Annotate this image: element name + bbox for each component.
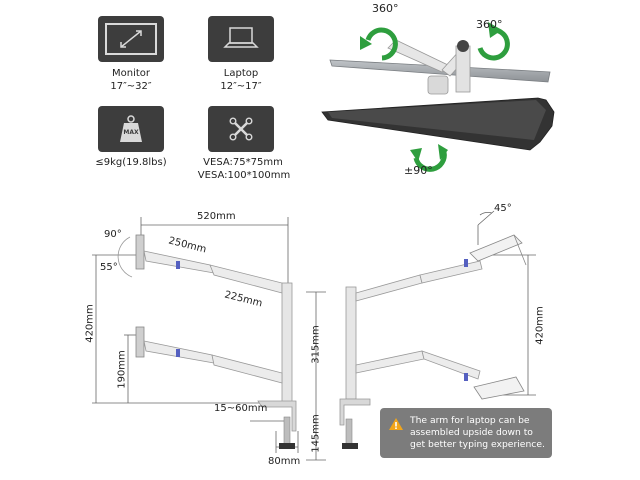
max-badge: MAX [123, 129, 139, 136]
rotate-right-arrow [477, 27, 510, 61]
laptop-tile [208, 16, 274, 62]
rotation-left-label: 360° [372, 2, 399, 15]
monitor-icon [105, 23, 157, 55]
note-line-3: get better typing experience. [410, 439, 545, 450]
dim-420-left: 420mm [84, 304, 96, 343]
dim-145: 145mm [310, 414, 322, 453]
left-clamp [257, 400, 297, 432]
lower-monitor-plate [135, 326, 145, 358]
dim-520: 520mm [197, 211, 236, 222]
right-clamp [339, 398, 371, 426]
pole [455, 45, 471, 93]
rotate-left-arrow [365, 27, 398, 61]
dim-315: 315mm [310, 325, 322, 364]
left-pole [281, 282, 293, 404]
vesa-icon [229, 117, 253, 141]
monitor-range: 17″~32″ [110, 81, 152, 92]
left-dimension-drawing [92, 217, 326, 461]
laptop-icon [223, 27, 259, 48]
weight-limit: ≤9kg(19.8lbs) [95, 157, 167, 168]
dim-45: 45° [494, 203, 512, 214]
vesa-75: VESA:75*75mm [203, 157, 283, 168]
right-pole [345, 286, 357, 400]
right-dimension-drawing [339, 210, 536, 449]
weight-tile: MAX [98, 106, 164, 152]
dim-tilt-up: 90° [104, 229, 122, 240]
rotation-right-label: 360° [476, 18, 503, 31]
vesa-100: VESA:100*100mm [197, 170, 291, 181]
upper-forearm-segment [209, 264, 283, 294]
note-line-1: The arm for laptop can be [410, 415, 530, 426]
laptop-arm-note: The arm for laptop can be assembled upsi… [380, 408, 552, 458]
weight-icon [120, 115, 142, 142]
dim-tilt-down: 55° [100, 262, 118, 273]
note-line-2: assembled upside down to [410, 427, 533, 438]
dim-clamp-range: 15~60mm [214, 403, 268, 414]
dim-80: 80mm [268, 456, 301, 467]
clamp-knob [279, 443, 295, 449]
upper-laptop-tray [469, 234, 523, 262]
warning-icon [389, 418, 403, 430]
laptop-title: Laptop [223, 68, 259, 79]
lower-laptop-tray [473, 376, 525, 400]
tilt-arrow [413, 151, 447, 172]
monitor-tile [98, 16, 164, 62]
monitor-title: Monitor [111, 68, 150, 79]
upper-monitor-plate [135, 234, 145, 270]
tilt-label: ±90° [404, 164, 433, 177]
dim-420-right: 420mm [534, 306, 546, 345]
rotation-illustration [321, 22, 555, 172]
laptop-range: 12″~17″ [220, 81, 262, 92]
dim-190: 190mm [116, 350, 128, 389]
vesa-tile [208, 106, 274, 152]
